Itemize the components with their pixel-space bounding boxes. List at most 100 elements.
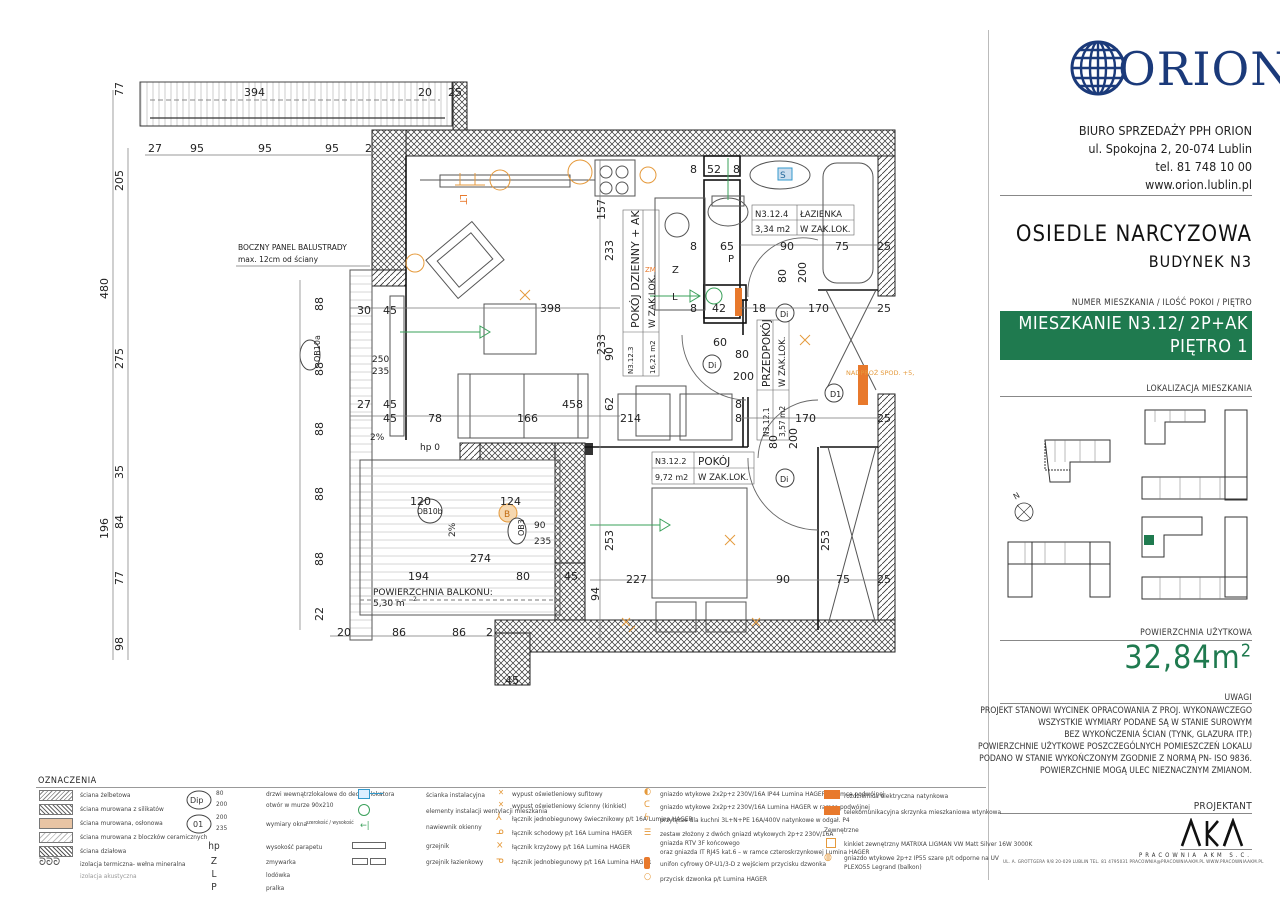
rail-note-2: max. 12cm od ściany: [238, 255, 319, 264]
note-line: WSZYSTKIE WYMIARY PODANE SĄ W STANIE SUR…: [1038, 718, 1252, 728]
svg-text:88: 88: [313, 297, 326, 311]
divider: [1000, 195, 1252, 196]
window-symbol-height: 235: [216, 824, 228, 832]
divider: [1000, 640, 1252, 641]
door-swings: [681, 237, 819, 531]
socket-double-icon: ᑕ: [644, 800, 650, 810]
legend-wall-light: wypust oświetleniowy ścienny (kinkiet): [512, 802, 627, 810]
rail-note-1: BOCZNY PANEL BALUSTRADY: [238, 243, 347, 252]
svg-text:194: 194: [408, 570, 429, 583]
legend-ceiling-light: wypust oświetleniowy sufitowy: [512, 790, 603, 798]
svg-text:52: 52: [707, 163, 721, 176]
p-desc: pralka: [266, 884, 285, 892]
install-wall-icon: [358, 789, 370, 799]
svg-text:75: 75: [836, 573, 850, 586]
door-tag-2: Di: [780, 310, 788, 319]
svg-text:80: 80: [776, 269, 789, 283]
svg-text:98: 98: [113, 637, 126, 651]
svg-text:80: 80: [516, 570, 530, 583]
svg-text:480: 480: [98, 278, 111, 299]
compass-icon: [1014, 502, 1034, 522]
sales-office: BIURO SPRZEDAŻY PPH ORION ul. Spokojna 2…: [1079, 122, 1252, 194]
legend-bath-radiator: grzejnik łazienkowy: [426, 858, 484, 866]
legend-install-wall: ścianka instalacyjna: [426, 791, 485, 799]
svg-text:95: 95: [190, 142, 204, 155]
legend-switch-chandelier: łącznik jednobiegunowy świecznikowy p/t …: [512, 815, 693, 823]
slope-label-balcony: 2%: [448, 522, 458, 537]
room-area-hall: 3,57 m2: [778, 406, 787, 437]
mep-symbols: S ZM LT B: [400, 158, 868, 633]
ventilation-icon: [358, 804, 370, 816]
legend-wall-partition: ściana działowa: [80, 847, 127, 855]
legend-socket-double: gniazdo wtykowe 2x2p+z 230V/16A Lumina H…: [660, 803, 870, 811]
svg-text:78: 78: [428, 412, 442, 425]
svg-text:170: 170: [795, 412, 816, 425]
balcony-area-label: POWIERZCHNIA BALKONU:: [373, 588, 493, 598]
window-tag-ob10b: OB10b: [417, 507, 443, 516]
designer-address: UL. A. GROTTGERA 9/8 20-029 LUBLIN TEL. …: [1003, 860, 1264, 865]
air-inlet-icon: ←|: [360, 821, 370, 831]
svg-text:8: 8: [735, 412, 742, 425]
outdoor-light-icon: [826, 838, 836, 848]
svg-text:200: 200: [733, 370, 754, 383]
socket-set-icon: ☰: [644, 828, 652, 838]
usable-area: 32,84m2: [1124, 638, 1252, 676]
svg-text:8: 8: [690, 302, 697, 315]
ceiling-light-icon: ✕: [498, 788, 505, 797]
svg-text:ZM: ZM: [645, 266, 656, 274]
note-line: PODANO W STANIE WYKOŃCZONYM ZGODNIE Z NO…: [979, 754, 1252, 764]
note-line: BEZ WYKOŃCZENIA ŚCIAN (TYNK, GLAZURA ITP…: [1064, 730, 1252, 740]
telecom-box-icon: [824, 806, 840, 815]
svg-text:30: 30: [357, 304, 371, 317]
door-symbol-label: Dip: [190, 796, 203, 805]
svg-text:77: 77: [113, 571, 126, 585]
legend-wall-curtain: ściana murowana, osłonowa: [80, 819, 163, 827]
room-finish-bath: W ZAK.LOK.: [800, 225, 850, 235]
divider: [1000, 396, 1252, 397]
hp-symbol: hp: [208, 841, 220, 852]
swatch-partition: [39, 846, 73, 857]
svg-text:94: 94: [589, 587, 602, 601]
bath-radiator-icon-2: [370, 858, 386, 865]
radiator-icon: [352, 842, 386, 849]
legend-insulation-acoustic: izolacja akustyczna: [80, 872, 137, 880]
legend-outdoor-light: kinkiet zewnętrzny MATRIXA LIGMAN VW Mat…: [844, 840, 1033, 848]
switch-stair-icon: ᓄ: [496, 826, 504, 837]
window-tag-ob3: OB3: [517, 519, 526, 536]
switch-cross-icon: ⨯: [496, 840, 504, 851]
svg-text:88: 88: [313, 362, 326, 376]
svg-text:42: 42: [712, 302, 726, 315]
location-map: N: [1007, 409, 1248, 600]
divider: [1180, 849, 1252, 850]
svg-text:25: 25: [877, 302, 891, 315]
svg-text:200: 200: [787, 428, 800, 449]
room-finish-living: W ZAK.LOK.: [648, 275, 658, 328]
compass-north-label: N: [1012, 491, 1022, 502]
svg-text:124: 124: [500, 495, 521, 508]
room-id-bath: N3.12.4: [755, 210, 788, 220]
legend-air-inlet: nawiewnik okienny: [426, 823, 482, 831]
door-symbol-desc2: otwór w murze 90x210: [266, 801, 334, 809]
svg-text:77: 77: [113, 82, 126, 96]
legend-telecom-box: telekomunikacyjna skrzynka mieszkaniowa …: [844, 808, 1002, 816]
svg-text:205: 205: [113, 170, 126, 191]
svg-text:90: 90: [534, 521, 546, 531]
office-website[interactable]: www.orion.lublin.pl: [1145, 177, 1252, 192]
swatch-concrete: [39, 790, 73, 801]
legend-outdoor-socket-2: PLEXO55 Legrand (balkon): [844, 863, 922, 871]
dishwasher-label: Z: [672, 265, 679, 276]
legend-socket-rtv: gniazda RTV 3F końcowego: [660, 839, 740, 847]
dimension-lines: [112, 90, 880, 660]
svg-text:8: 8: [733, 163, 740, 176]
svg-text:25: 25: [448, 86, 462, 99]
svg-text:25: 25: [877, 573, 891, 586]
washer-label: P: [728, 254, 734, 265]
room-id-bedroom: N3.12.2: [655, 457, 686, 466]
svg-text:235: 235: [534, 537, 551, 547]
svg-text:398: 398: [540, 302, 561, 315]
svg-text:60: 60: [713, 336, 727, 349]
svg-text:253: 253: [819, 530, 832, 551]
room-area-living: 16,21 m2: [649, 340, 657, 374]
designer-name: PRACOWNIA AKM S.C.: [1139, 852, 1252, 859]
svg-text:250: 250: [372, 355, 389, 365]
